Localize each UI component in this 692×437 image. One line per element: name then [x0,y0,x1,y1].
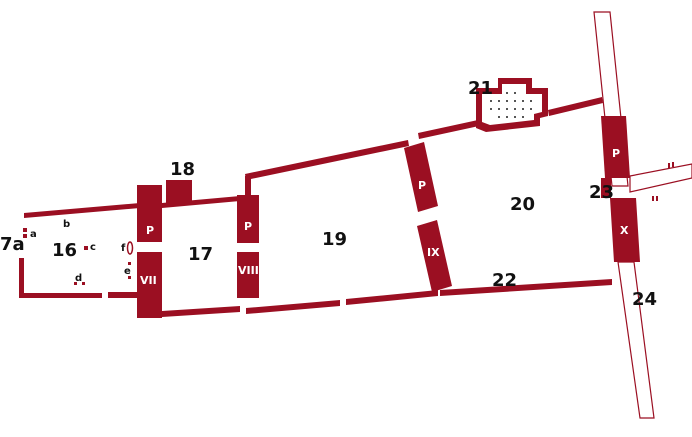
wall-16-north [24,203,140,218]
wall-16-west [19,258,24,298]
court-21-inner [482,84,542,125]
room-label-24: 24 [632,289,657,310]
wall-16-south [19,293,102,298]
room-label-17: 17 [188,244,213,265]
approach-outline [629,163,692,193]
pylon-label-viii: VIII [238,264,259,277]
pylon-label-p-20: P [418,179,426,192]
feature-d-marker-2 [82,282,85,285]
feature-label-e: e [124,266,131,277]
feature-a-marker [23,228,27,232]
feature-label-b: b [63,219,70,230]
pylon-viii-south [237,252,259,298]
feature-e-marker [128,262,131,265]
pylon-x-south [610,198,640,262]
pylon-20-north [404,142,438,212]
wall-20-north-a [418,120,479,139]
wall-17-south [162,306,240,317]
feature-label-f: f [121,243,126,254]
wall-16-south-2 [108,292,140,298]
marker-ne-1 [668,163,670,168]
feature-label-d: d [75,273,82,284]
pylon-label-vii: VII [140,274,157,287]
avenue-outline-south [617,261,655,419]
room-label-22: 22 [492,270,517,291]
pylon-viii-north [237,195,259,243]
room-label-19: 19 [322,229,347,250]
pylon-x-north [601,116,630,178]
marker-ne-2 [672,162,674,167]
room-label-23: 23 [589,182,614,203]
pylon-vii-north [137,185,162,242]
wall-19-north [245,140,409,180]
room-label-18: 18 [170,159,195,180]
feature-e-marker-2 [128,276,131,279]
pylon-label-p-vii: P [146,224,154,237]
pylon-ix [417,220,452,292]
pylon-label-x: X [620,224,629,237]
pylon-label-ix: IX [427,246,440,259]
marker-se-1 [652,196,654,201]
wall-20-south [440,279,612,296]
pylon-vii-south [137,252,162,318]
room-label-16: 16 [52,240,77,261]
room-label-7a: 7a [0,234,25,255]
marker-se-2 [656,196,658,201]
room-label-21: 21 [468,78,493,99]
pylon-label-p-viii: P [244,220,252,233]
feature-label-a: a [30,229,37,240]
feature-d-marker [74,282,77,285]
wall-19-south-b [346,290,438,305]
pylon-viii-tower [245,176,251,198]
feature-label-c: c [90,242,96,253]
wall-19-south-a [246,300,340,314]
room-label-20: 20 [510,194,535,215]
room-18-block [166,180,192,204]
pylon-label-p-x: P [612,147,620,160]
wall-17-north [162,196,240,208]
feature-f-shape [126,241,134,255]
wall-20-north-b [548,97,603,116]
feature-c-marker [84,246,88,250]
feature-a-marker-2 [23,234,27,238]
gate-23-post [601,178,611,198]
